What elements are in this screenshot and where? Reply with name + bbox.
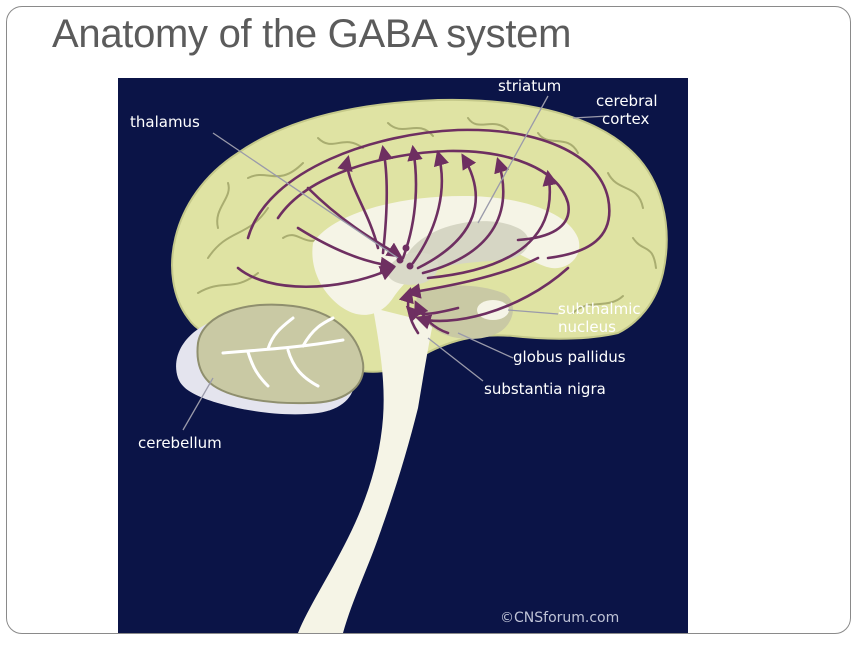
label-cerebellum: cerebellum [138,434,222,452]
label-striatum: striatum [498,78,561,95]
label-substantia-nigra: substantia nigra [484,380,606,398]
arbor-vitae [221,316,345,388]
label-thalamus: thalamus [130,113,200,131]
slide-title: Anatomy of the GABA system [52,12,572,56]
leader-lines [182,95,609,431]
credit-text: ©CNSforum.com [500,610,619,626]
pathway-lines [236,128,611,335]
label-subthalamic-line2: nucleus [558,318,616,336]
label-cerebral-cortex-line1: cerebral [596,92,658,110]
brain-diagram: striatum cerebral cortex thalamus subtha… [118,78,688,633]
label-subthalamic-line1: subthalmic [558,300,641,318]
label-globus-pallidus: globus pallidus [513,348,626,366]
brainstem-shape [298,308,433,633]
pathway-nodes [396,244,414,270]
basal-ganglia-region [416,285,514,340]
label-cerebral-cortex-line2: cortex [602,110,649,128]
